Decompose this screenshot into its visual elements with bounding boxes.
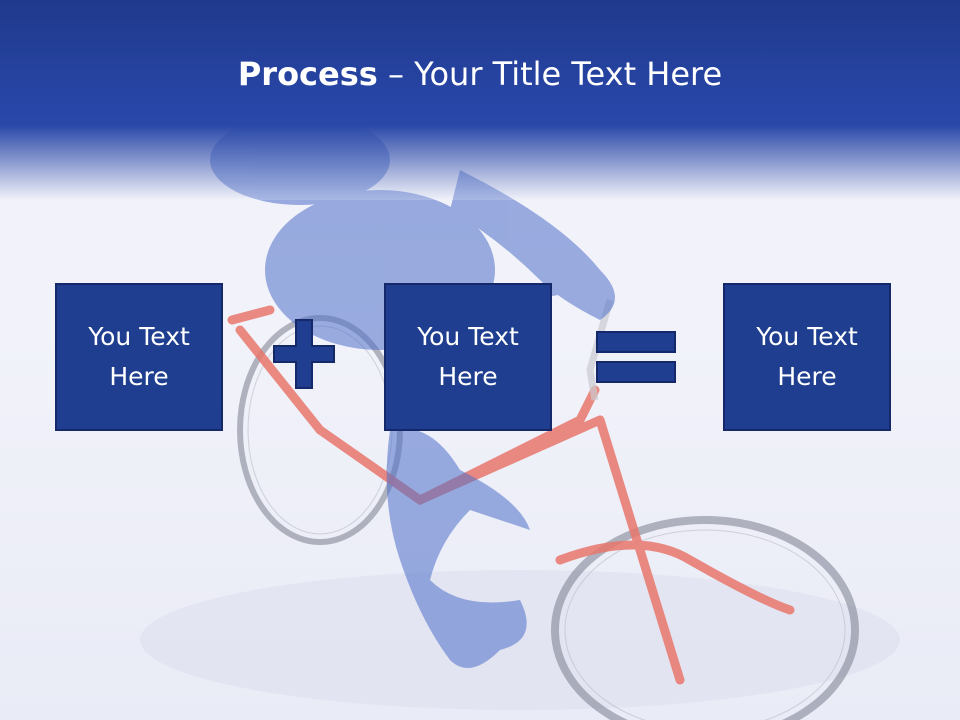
equals-icon [596, 331, 676, 383]
text-box-1-label: You Text Here [88, 322, 190, 391]
text-box-2-label: You Text Here [417, 322, 519, 391]
title-bold: Process [237, 55, 378, 93]
text-box-3[interactable]: You Text Here [723, 283, 891, 431]
title-rest: – Your Title Text Here [377, 55, 723, 93]
plus-icon [273, 319, 335, 389]
page-title: Process – Your Title Text Here [0, 52, 960, 96]
text-box-1[interactable]: You Text Here [55, 283, 223, 431]
text-box-3-label: You Text Here [756, 322, 858, 391]
header-band [0, 0, 960, 200]
text-box-2[interactable]: You Text Here [384, 283, 552, 431]
